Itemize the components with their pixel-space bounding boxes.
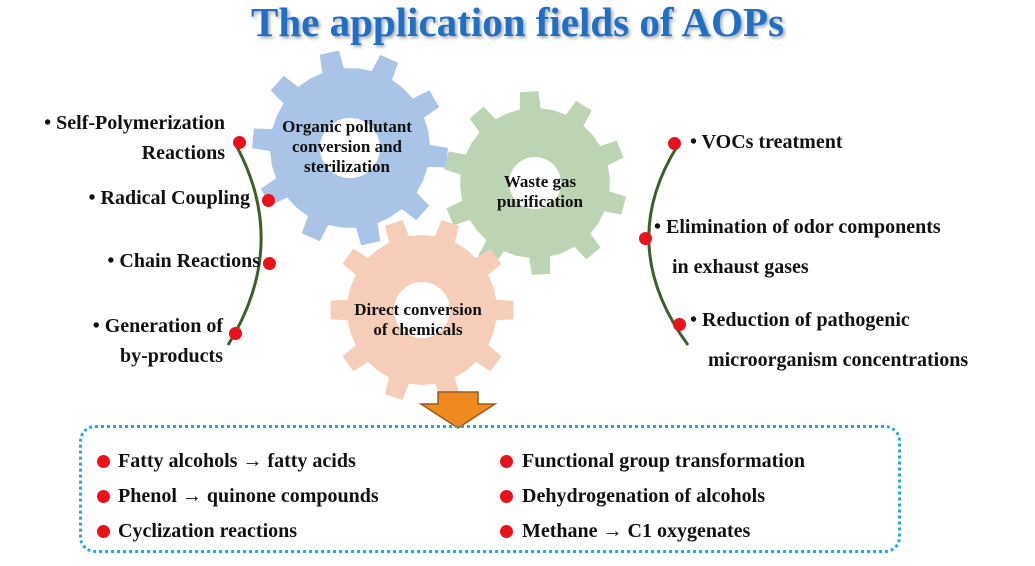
left-bullet-dot [233,136,246,149]
right-item-pathogenic: • Reduction of pathogenic microorganism … [690,300,968,380]
left-item-line: • Self-Polymerization [44,112,225,134]
right-bullet-dot [668,137,681,150]
left-item-chain-reactions: • Chain Reactions [107,250,260,273]
gear-label-line: Waste gas [503,172,577,191]
gear-direct-conversion [330,220,514,400]
right-item-line: • Reduction of pathogenic [690,309,910,331]
down-arrow [418,391,498,429]
box-item-fatty-alcohols: Fatty alcohols → fatty acids [118,450,356,472]
box-bullet-dot [500,455,513,468]
left-item-line: • Radical Coupling [88,187,250,209]
gear-label-line: of chemicals [373,320,463,339]
left-bullet-dot [229,327,242,340]
gear-shape [330,220,514,400]
box-bullet-dot [500,490,513,503]
box-bullet-dot [97,455,110,468]
box-item-phenol: Phenol → quinone compounds [118,485,379,507]
left-item-generation-byproducts: • Generation of by-products [93,311,223,371]
right-bullet-dot [673,318,686,331]
right-arc [647,144,690,346]
left-item-line: • Generation of [92,315,223,337]
gear-waste-gas [444,91,626,275]
right-item-line: • VOCs treatment [690,131,843,153]
box-bullet-dot [97,490,110,503]
box-item-functional-group: Functional group transformation [522,450,805,472]
gear-label-line: conversion and [291,137,403,156]
gear-label-line: purification [497,192,583,211]
right-item-odor: • Elimination of odor components in exha… [654,207,941,287]
right-item-line: in exhaust gases [672,256,809,278]
box-bullet-dot [97,525,110,538]
left-item-self-polymerization: • Self-Polymerization Reactions [44,108,225,168]
right-item-line: • Elimination of odor components [654,216,941,238]
left-bullet-dot [263,257,276,270]
box-item-dehydrogenation: Dehydrogenation of alcohols [522,485,765,507]
gear-shape [444,91,626,275]
gear-label-line: Direct conversion [354,300,482,319]
page-title: The application fields of AOPs [250,0,785,45]
gear-label-organic: Organic pollutant conversion and sterili… [262,117,432,177]
left-item-radical-coupling: • Radical Coupling [89,187,250,210]
gear-label-line: sterilization [304,157,390,176]
right-item-line: microorganism concentrations [708,349,969,371]
box-item-cyclization: Cyclization reactions [118,520,298,542]
gear-label-line: Organic pollutant [282,117,412,136]
gear-shape [252,50,448,246]
right-item-vocs: • VOCs treatment [690,131,843,154]
left-item-line: Reactions [141,142,225,164]
right-bullet-dot [639,232,652,245]
left-item-line: by-products [120,345,223,367]
left-item-line: • Chain Reactions [107,250,260,272]
gear-organic-pollutant [252,50,448,246]
box-bullet-dot [500,525,513,538]
gear-label-direct-conversion: Direct conversion of chemicals [333,300,503,340]
gear-label-waste-gas: Waste gas purification [470,172,610,212]
applications-box [79,425,901,553]
left-arc [226,144,263,346]
box-item-methane: Methane → C1 oxygenates [522,520,751,542]
left-bullet-dot [262,194,275,207]
